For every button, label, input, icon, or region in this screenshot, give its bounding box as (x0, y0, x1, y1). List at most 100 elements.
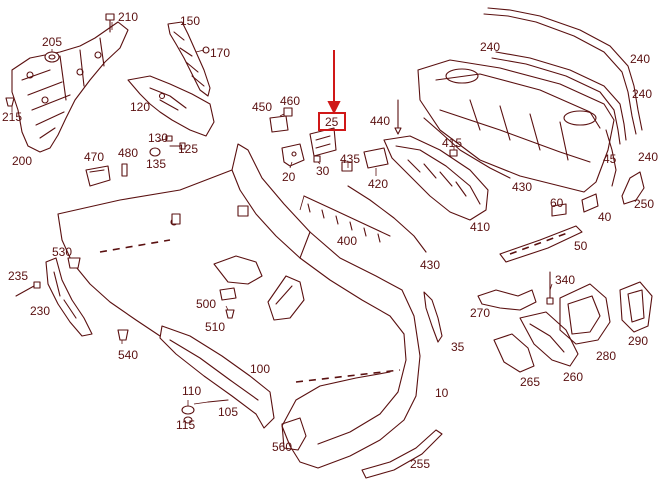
label-215: 215 (2, 110, 22, 124)
part-510-clip (225, 309, 235, 319)
part-125-screw (169, 142, 186, 150)
part-450-bracket (269, 115, 289, 133)
label-265: 265 (520, 375, 540, 389)
label-230: 230 (30, 304, 50, 318)
part-20-bracket (281, 143, 305, 167)
part-290-reflector (619, 281, 653, 333)
part-540-clip (117, 329, 129, 341)
part-110-fastener (181, 405, 195, 415)
highlight-box-25 (318, 112, 346, 131)
part-205-nut (44, 51, 60, 63)
label-110: 110 (182, 384, 201, 398)
label-480: 480 (118, 146, 138, 160)
label-170: 170 (210, 46, 230, 60)
part-120-bracket (127, 75, 215, 137)
part-470-cover (85, 165, 111, 187)
part-35-trim (423, 291, 443, 343)
part-420-sensor (363, 147, 389, 169)
label-35: 35 (451, 340, 465, 354)
label-450: 450 (252, 100, 272, 114)
part-255-strip (361, 429, 443, 479)
part-100-strip (159, 325, 275, 429)
part-240-trim-mid (491, 51, 627, 145)
part-260-bracket (519, 311, 579, 367)
part-400-harness (303, 195, 391, 243)
label-135: 135 (146, 157, 166, 171)
part-480-pin (121, 163, 128, 177)
part-50-strip (499, 225, 583, 263)
callout-labels: 210 205 215 200 150 170 120 130 125 135 … (2, 10, 658, 471)
label-260: 260 (563, 370, 583, 384)
part-410-carrier (383, 135, 489, 221)
label-235: 235 (8, 269, 28, 283)
part-135-nut (149, 147, 161, 157)
leader-lines (11, 22, 553, 406)
label-130: 130 (148, 131, 168, 145)
part-265-cover (493, 333, 535, 373)
label-340: 340 (555, 273, 575, 287)
part-240-trim-top (483, 7, 643, 135)
label-470: 470 (84, 150, 104, 164)
part-210-screw (105, 13, 115, 33)
label-25: 25 (325, 115, 339, 129)
part-240-diffuser (417, 59, 615, 193)
label-415: 415 (442, 136, 462, 150)
part-340-pin (546, 271, 554, 305)
part-435-sensor (341, 161, 353, 172)
label-125: 125 (178, 142, 198, 156)
label-440: 440 (370, 114, 390, 128)
part-115-nut (183, 416, 193, 424)
label-200: 200 (12, 154, 32, 168)
part-280-housing (559, 283, 611, 345)
part-215-clip (5, 97, 15, 107)
part-250-trim (621, 171, 645, 205)
label-560: 560 (272, 440, 292, 454)
part-45-rod (605, 129, 617, 187)
label-410: 410 (470, 220, 490, 234)
label-120: 120 (130, 100, 150, 114)
part-440-pin (394, 99, 402, 135)
highlight-arrow (327, 50, 341, 115)
part-270-bracket (477, 289, 537, 311)
label-240c: 240 (632, 87, 652, 101)
label-115: 115 (176, 418, 195, 432)
part-30-clip (313, 155, 321, 163)
label-240d: 240 (638, 150, 658, 164)
label-60: 60 (550, 196, 564, 210)
label-250: 250 (634, 197, 654, 211)
label-420: 420 (368, 177, 388, 191)
part-560-trim (281, 417, 307, 451)
label-290: 290 (628, 334, 648, 348)
part-530-clip (67, 257, 81, 269)
label-205: 205 (42, 35, 62, 49)
label-100: 100 (250, 362, 270, 376)
label-40: 40 (598, 210, 612, 224)
part-430-rod-upper (423, 117, 511, 179)
label-210: 210 (118, 10, 138, 24)
label-435: 435 (340, 152, 360, 166)
part-460-clip (283, 107, 293, 117)
label-150: 150 (180, 14, 200, 28)
part-130-fastener (165, 135, 173, 142)
label-10: 10 (435, 386, 449, 400)
label-430a: 430 (512, 180, 532, 194)
label-50: 50 (574, 239, 588, 253)
part-235-screw (15, 281, 41, 297)
label-500: 500 (196, 297, 216, 311)
label-460: 460 (280, 94, 300, 108)
label-430b: 430 (420, 258, 440, 272)
label-270: 270 (470, 306, 490, 320)
part-415-clip (449, 149, 458, 157)
part-230-bracket (45, 257, 93, 337)
part-10-bumper-cover (57, 143, 421, 469)
label-105: 105 (218, 405, 238, 419)
part-200-bracket (11, 21, 129, 153)
label-530: 530 (52, 245, 72, 259)
part-150-bracket (167, 21, 211, 97)
part-60-clip (551, 203, 567, 217)
part-25-bracket (309, 127, 337, 157)
label-510: 510 (205, 320, 225, 334)
part-40-clip (581, 193, 599, 213)
label-240a: 240 (630, 52, 650, 66)
